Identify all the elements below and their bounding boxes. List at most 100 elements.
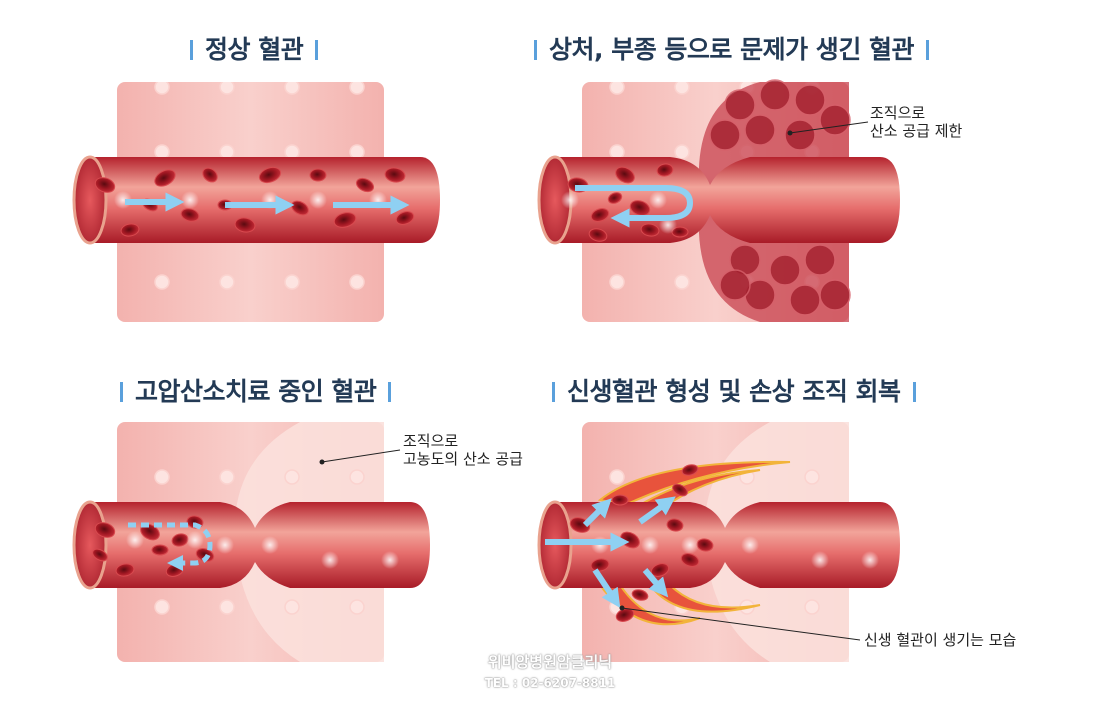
blood-cells	[94, 166, 415, 237]
oxygen-bubble	[649, 191, 667, 209]
callout-dot	[787, 130, 793, 136]
damaged-cell	[819, 279, 851, 311]
title-damaged-text: 상처, 부종 등으로 문제가 생긴 혈관	[549, 35, 915, 64]
flow-arrow	[642, 568, 669, 598]
oxygen-bubble	[861, 551, 879, 569]
title-bar-left	[120, 382, 123, 402]
callout-recovery: 신생 혈관이 생기는 모습	[864, 631, 1016, 649]
vessel-opening	[72, 500, 108, 590]
oxygen-bubble	[641, 536, 659, 554]
damaged-cell	[759, 79, 791, 111]
red-blood-cell	[607, 192, 623, 204]
panel-recovery	[537, 422, 900, 662]
title-normal: 정상 혈관	[178, 30, 330, 66]
red-blood-cell	[115, 563, 135, 577]
red-blood-cell	[666, 518, 684, 532]
damaged-cell	[804, 244, 836, 276]
callout-text: 신생 혈관이 생기는 모습	[864, 631, 1017, 649]
damaged-cell	[789, 284, 821, 316]
callout-line	[789, 121, 869, 134]
red-blood-cell	[631, 589, 649, 601]
damaged-cell	[719, 269, 751, 301]
title-hyperbaric: 고압산소치료 중인 혈관	[108, 372, 403, 408]
watermark-name: 위비앙병원암클리닉	[487, 653, 613, 671]
oxygen-flow-arrow	[128, 522, 213, 572]
title-hyperbaric-text: 고압산소치료 중인 혈관	[135, 377, 377, 406]
damaged-cell	[769, 254, 801, 286]
blood-cells	[569, 464, 879, 622]
callout-damaged: 조직으로 산소 공급 제한	[870, 104, 962, 140]
damaged-cell	[709, 119, 741, 151]
red-blood-cell	[615, 166, 635, 184]
oxygen-bubble	[181, 191, 199, 209]
new-vessel-branch	[597, 460, 791, 507]
vessel-opening	[72, 155, 108, 245]
damaged-cell	[744, 114, 776, 146]
title-bar-right	[315, 40, 319, 60]
red-blood-cell	[258, 166, 282, 184]
callout-line	[621, 607, 861, 641]
damaged-tissue-cells	[709, 79, 851, 316]
title-bar-left	[190, 40, 193, 60]
title-bar-right	[926, 40, 930, 60]
damaged-cell	[819, 104, 851, 136]
title-bar-left	[552, 382, 555, 402]
title-recovery: 신생혈관 형성 및 손상 조직 회복	[540, 372, 928, 408]
backflow-arrow	[575, 185, 694, 228]
vessel-tube-constricted	[555, 157, 900, 243]
red-blood-cell	[154, 169, 176, 187]
flow-arrow	[592, 568, 621, 608]
red-blood-cell	[355, 177, 375, 193]
callout-line2: 산소 공급 제한	[870, 122, 963, 140]
flow-arrows	[545, 496, 676, 608]
red-blood-cell	[611, 494, 629, 506]
oxygen-bubble	[216, 536, 234, 554]
panel-hyperbaric	[72, 422, 430, 662]
oxygen-bubble	[561, 191, 579, 209]
oxygen-bubble	[126, 531, 144, 549]
panel-damaged	[537, 79, 900, 322]
callout-line	[321, 449, 401, 463]
oxygen-bubble	[186, 531, 204, 549]
oxygen-bubble	[261, 536, 279, 554]
red-blood-cell	[680, 553, 700, 567]
red-blood-cell	[309, 168, 327, 182]
callout-dot	[619, 605, 625, 611]
oxygen-bubble	[381, 551, 399, 569]
title-bar-left	[534, 40, 537, 60]
flow-arrows	[125, 192, 410, 215]
red-blood-cell	[94, 522, 116, 538]
red-blood-cell	[640, 223, 660, 237]
title-normal-text: 정상 혈관	[205, 35, 304, 64]
flow-arrow	[582, 498, 612, 528]
damaged-cell	[784, 119, 816, 151]
oxygen-bubble	[309, 191, 327, 209]
red-blood-cell	[590, 558, 610, 572]
red-blood-cell	[180, 208, 200, 222]
callout-line1: 조직으로	[870, 104, 926, 122]
title-bar-right	[388, 382, 392, 402]
red-blood-cell	[151, 544, 169, 556]
oxygen-bubble	[811, 551, 829, 569]
new-vessel-branch	[647, 584, 761, 613]
red-blood-cell	[384, 167, 406, 183]
title-recovery-text: 신생혈관 형성 및 손상 조직 회복	[567, 377, 901, 406]
oxygen-bubble	[741, 536, 759, 554]
panel-normal	[72, 82, 440, 322]
callout-dot	[319, 459, 325, 465]
red-blood-cell	[92, 548, 108, 562]
watermark-tel: TEL : 02-6207-8811	[484, 676, 616, 690]
red-blood-cell	[590, 208, 610, 222]
red-blood-cell	[588, 228, 608, 242]
damaged-cell	[724, 89, 756, 121]
red-blood-cell	[94, 177, 116, 193]
red-blood-cell	[333, 212, 357, 228]
red-blood-cell	[681, 464, 699, 476]
red-blood-cell	[234, 217, 256, 233]
callout-hyperbaric: 조직으로 고농도의 산소 공급	[403, 432, 523, 468]
red-blood-cell	[202, 167, 218, 183]
red-blood-cell	[120, 223, 140, 237]
callout-line2: 고농도의 산소 공급	[403, 450, 523, 468]
red-blood-cell	[672, 483, 688, 497]
